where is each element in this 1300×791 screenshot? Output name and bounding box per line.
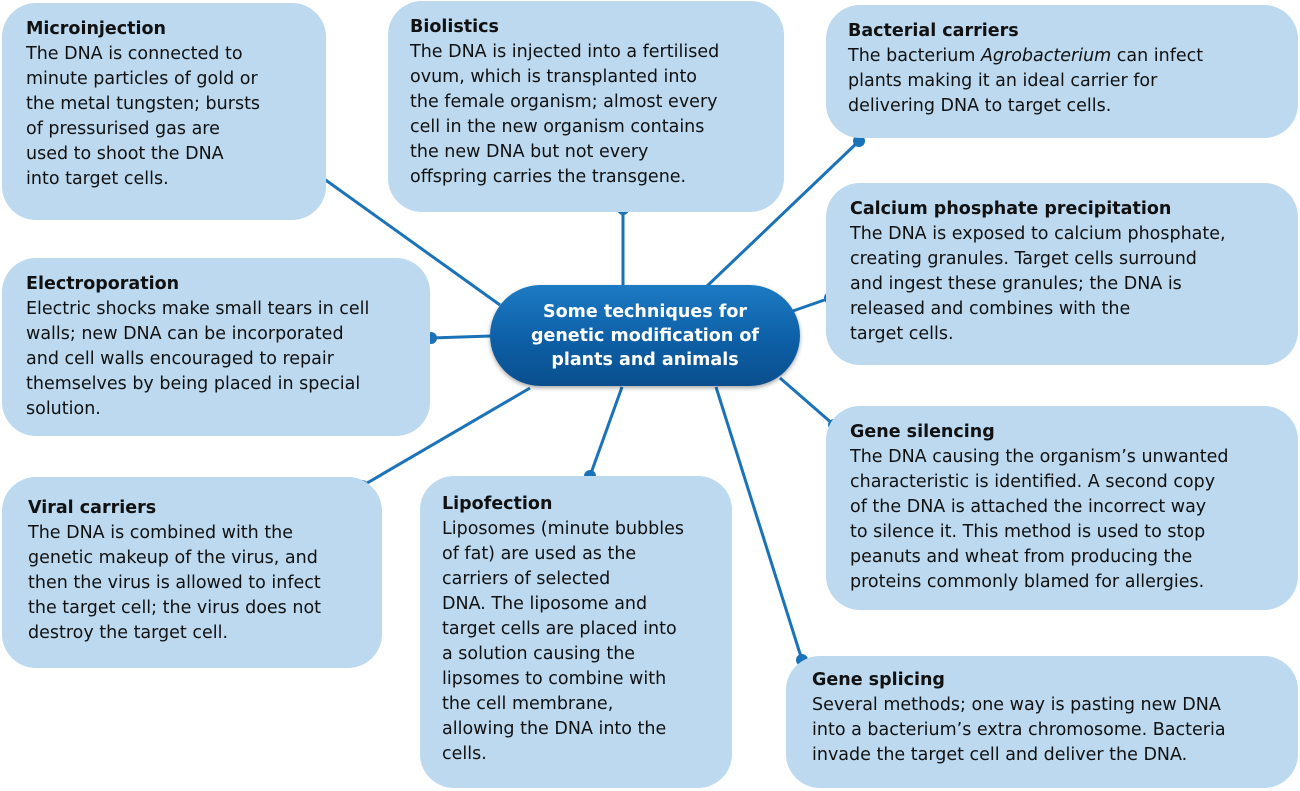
central-topic-text: Some techniques for genetic modification… (531, 300, 759, 372)
node-text-line: then the virus is allowed to infect (28, 573, 321, 593)
node-text-line: target cells are placed into (442, 619, 677, 639)
node-text-line: The DNA is exposed to calcium phosphate, (850, 224, 1226, 244)
text-segment: can infect (1111, 46, 1204, 66)
node-electroporation: Electroporation Electric shocks make sma… (2, 258, 430, 436)
node-text-line: The DNA is connected to (26, 44, 243, 64)
node-text-line: of the DNA is attached the incorrect way (850, 497, 1207, 517)
node-text-line: The bacterium Agrobacterium can infect (848, 44, 1282, 69)
node-text-line: genetic makeup of the virus, and (28, 548, 318, 568)
node-title: Gene splicing (812, 670, 945, 690)
node-microinjection: Microinjection The DNA is connected to m… (2, 3, 326, 220)
node-text-line: Electric shocks make small tears in cell (26, 299, 370, 319)
node-text-line: themselves by being placed in special (26, 374, 361, 394)
node-text-line: the target cell; the virus does not (28, 598, 322, 618)
node-text-line: The DNA is combined with the (28, 523, 294, 543)
node-viral-carriers: Viral carriers The DNA is combined with … (2, 477, 382, 668)
node-text-line: Liposomes (minute bubbles (442, 519, 685, 539)
connector-microinjection (319, 174, 501, 307)
node-title: Microinjection (26, 19, 166, 39)
central-topic-line: Some techniques for (543, 301, 747, 322)
node-text-line: destroy the target cell. (28, 623, 229, 643)
connector-splicing (714, 386, 804, 661)
node-calcium-phosphate: Calcium phosphate precipitation The DNA … (826, 183, 1298, 365)
node-text-line: DNA. The liposome and (442, 594, 648, 614)
node-title: Calcium phosphate precipitation (850, 199, 1172, 219)
node-text-line: carriers of selected (442, 569, 611, 589)
node-lipofection: Lipofection Liposomes (minute bubbles of… (420, 476, 732, 788)
node-text-line: ovum, which is transplanted into (410, 67, 698, 87)
node-title: Viral carriers (28, 498, 157, 518)
node-text-line: into target cells. (26, 169, 169, 189)
node-gene-silencing: Gene silencing The DNA causing the organ… (826, 406, 1298, 610)
connector-calcium (789, 296, 831, 314)
node-text-line: to silence it. This method is used to st… (850, 522, 1206, 542)
connector-dot-bacterial (853, 135, 865, 147)
text-segment: The bacterium (848, 46, 981, 66)
node-text-line: The DNA causing the organism’s unwanted (850, 447, 1229, 467)
node-title: Electroporation (26, 274, 180, 294)
node-text-line: Several methods; one way is pasting new … (812, 695, 1221, 715)
node-text-line: plants making it an ideal carrier for (848, 71, 1158, 91)
central-topic: Some techniques for genetic modification… (490, 285, 800, 386)
connector-bacterial (703, 139, 861, 290)
node-text-line: of pressurised gas are (26, 119, 220, 139)
node-text-line: the new DNA but not every (410, 142, 649, 162)
node-bacterial-carriers: Bacterial carriers The bacterium Agrobac… (826, 5, 1298, 138)
node-text-line: solution. (26, 399, 101, 419)
node-text-line: target cells. (850, 324, 954, 344)
node-text-line: cells. (442, 744, 487, 764)
connector-viral (361, 386, 531, 488)
node-text-line: of fat) are used as the (442, 544, 637, 564)
node-text-line: the metal tungsten; bursts (26, 94, 261, 114)
central-topic-line: plants and animals (551, 349, 739, 370)
node-text-line: The DNA is injected into a fertilised (410, 42, 720, 62)
node-title: Gene silencing (850, 422, 995, 442)
node-gene-splicing: Gene splicing Several methods; one way i… (786, 656, 1298, 788)
node-text-line: cell in the new organism contains (410, 117, 705, 137)
node-text-line: delivering DNA to target cells. (848, 96, 1112, 116)
node-text-line: creating granules. Target cells surround (850, 249, 1197, 269)
node-text-line: minute particles of gold or (26, 69, 258, 89)
node-text-line: into a bacterium’s extra chromosome. Bac… (812, 720, 1226, 740)
central-topic-line: genetic modification of (530, 325, 760, 346)
node-title: Lipofection (442, 494, 553, 514)
node-text-line: and cell walls encouraged to repair (26, 349, 334, 369)
node-text-line: the female organism; almost every (410, 92, 718, 112)
node-text-line: released and combines with the (850, 299, 1131, 319)
connector-lipofection (588, 386, 624, 477)
node-text-line: and ingest these granules; the DNA is (850, 274, 1182, 294)
node-biolistics: Biolistics The DNA is injected into a fe… (388, 1, 784, 212)
node-text-line: characteristic is identified. A second c… (850, 472, 1216, 492)
node-text-line: used to shoot the DNA (26, 144, 224, 164)
node-text-line: offspring carries the transgene. (410, 167, 687, 187)
node-text-line: allowing the DNA into the (442, 719, 667, 739)
node-text-line: the cell membrane, (442, 694, 614, 714)
node-title: Bacterial carriers (848, 21, 1019, 41)
organism-name: Agrobacterium (980, 46, 1112, 66)
connector-silencing (779, 376, 835, 427)
node-title: Biolistics (410, 17, 499, 37)
node-text-line: peanuts and wheat from producing the (850, 547, 1193, 567)
node-text-line: proteins commonly blamed for allergies. (850, 572, 1205, 592)
node-text-line: walls; new DNA can be incorporated (26, 324, 344, 344)
node-text-line: invade the target cell and deliver the D… (812, 745, 1188, 765)
node-text-line: a solution causing the (442, 644, 636, 664)
connector-electroporation (430, 334, 492, 340)
node-text-line: lipsomes to combine with (442, 669, 667, 689)
